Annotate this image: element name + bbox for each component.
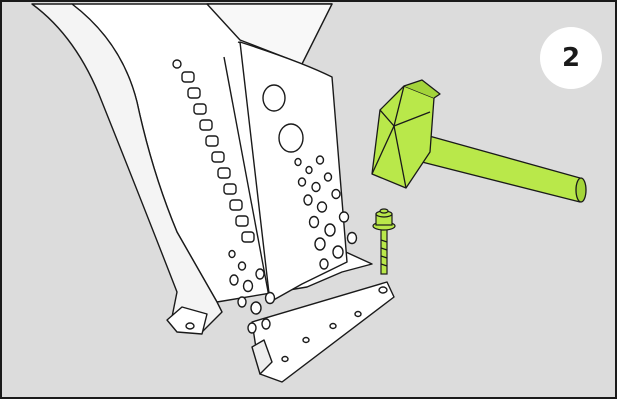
fender-part	[32, 4, 394, 382]
bolt-icon	[373, 209, 395, 274]
hammer-icon	[372, 80, 586, 202]
step-number-badge: 2	[540, 27, 602, 89]
